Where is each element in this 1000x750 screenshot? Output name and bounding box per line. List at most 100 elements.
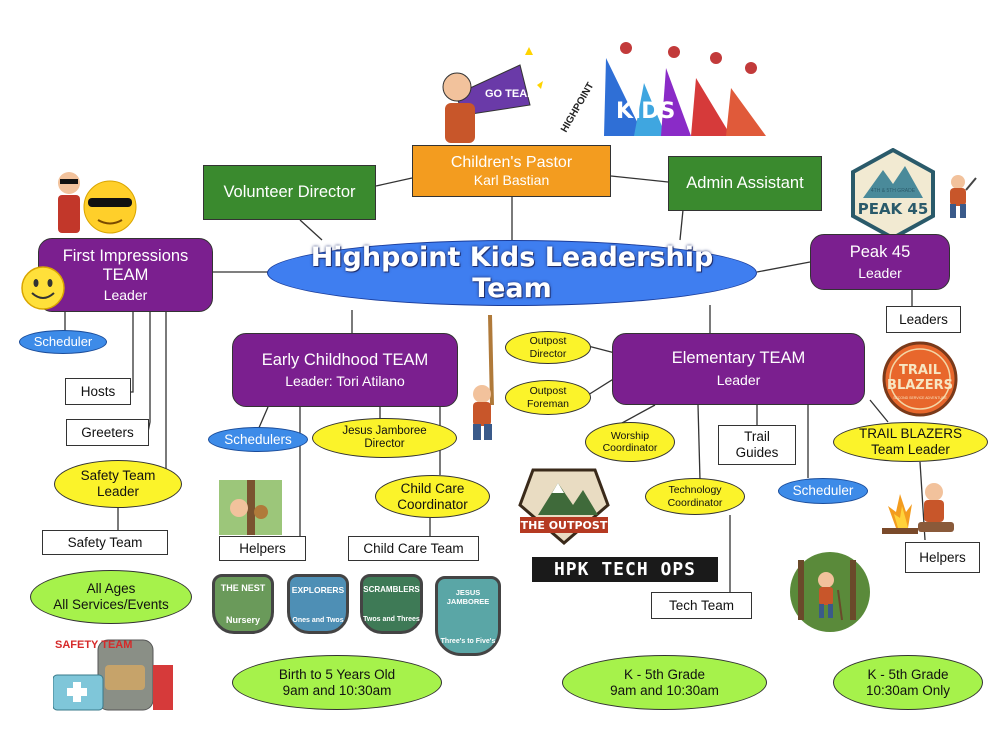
childrens-pastor-box: Children's Pastor Karl Bastian	[412, 145, 611, 197]
jesus-jamboree-badge: JESUS JAMBOREE Three's to Five's	[435, 576, 501, 656]
technology-coordinator-oval: Technology Coordinator	[645, 478, 745, 515]
peak-45-box: Peak 45 Leader	[810, 234, 950, 290]
tb-scheduler-oval: Scheduler	[778, 478, 868, 504]
scramblers-sub: Twos and Threes	[363, 616, 420, 623]
scramblers-title: SCRAMBLERS	[363, 585, 420, 594]
tb-helpers-label: Helpers	[919, 549, 966, 565]
childcare-line1: Child Care	[400, 480, 465, 496]
elementary-team-box: Elementary TEAM Leader	[612, 333, 865, 405]
elem-age-line2: 9am and 10:30am	[610, 682, 719, 698]
outpost-director-line1: Outpost	[529, 335, 567, 348]
trail-blazers-leader-oval: TRAIL BLAZERS Team Leader	[833, 422, 988, 462]
early-childhood-title: Early Childhood TEAM	[261, 350, 429, 369]
jamboree-line2: Director	[364, 438, 405, 450]
safety-team-kit-illustration: SAFETY TEAM	[52, 620, 178, 712]
early-childhood-leader: Leader: Tori Atilano	[285, 372, 405, 389]
ec-schedulers-label: Schedulers	[224, 431, 292, 447]
tb-scheduler-label: Scheduler	[792, 483, 854, 499]
all-ages-oval: All Ages All Services/Events	[30, 570, 192, 624]
outpost-logo-text: THE OUTPOST	[521, 519, 608, 532]
first-impressions-team-box: First Impressions TEAM Leader	[38, 238, 213, 312]
elementary-leader: Leader	[716, 372, 761, 389]
hosts-label: Hosts	[80, 383, 116, 399]
outpost-director-line2: Director	[529, 347, 567, 360]
early-childhood-age-oval: Birth to 5 Years Old 9am and 10:30am	[232, 655, 442, 710]
pastor-name: Karl Bastian	[473, 172, 550, 189]
hpk-tech-ops-logo: HPK TECH OPS	[532, 557, 718, 582]
outpost-foreman-line1: Outpost	[529, 385, 567, 398]
admin-assistant-box: Admin Assistant	[668, 156, 822, 211]
the-nest-title: THE NEST	[220, 583, 266, 593]
tech-coordinator-line1: Technology	[668, 484, 722, 497]
outpost-foreman-line2: Foreman	[526, 397, 569, 410]
tb-helpers-box: Helpers	[905, 542, 980, 573]
rope-climber-bitmoji-illustration	[462, 380, 504, 442]
fi-scheduler-oval: Scheduler	[19, 330, 107, 354]
childcare-line2: Coordinator	[397, 496, 468, 512]
tb-age-line1: K - 5th Grade	[867, 666, 949, 682]
peak-badge-top: 4TH & 5TH GRADE	[871, 188, 916, 194]
sunglasses-bitmoji-illustration	[52, 165, 142, 235]
tech-coordinator-line2: Coordinator	[667, 496, 723, 509]
trail-guides-line1: Trail	[744, 429, 770, 445]
trail-blazers-age-oval: K - 5th Grade 10:30am Only	[833, 655, 983, 710]
forest-hiker-illustration	[788, 550, 872, 634]
explorers-badge: EXPLORERS Ones and Twos	[287, 574, 349, 634]
fi-scheduler-label: Scheduler	[33, 333, 93, 349]
trail-guides-box: Trail Guides	[718, 425, 796, 465]
greeters-label: Greeters	[81, 424, 134, 440]
logo-line1: HIGHPOINT	[559, 81, 596, 135]
elem-age-line1: K - 5th Grade	[623, 666, 706, 682]
peak-leaders-label: Leaders	[899, 311, 948, 327]
megaphone-bitmoji-illustration: GO TEAM	[425, 45, 545, 145]
center-title-oval: Highpoint Kids Leadership Team	[267, 240, 757, 306]
techops-logo-text: HPK TECH OPS	[553, 559, 697, 580]
the-nest-badge: THE NEST Nursery	[212, 574, 274, 634]
trail-badge-line2: BLAZERS	[887, 378, 953, 393]
safety-leader-line1: Safety Team	[80, 468, 156, 484]
jesus-jamboree-director-oval: Jesus Jamboree Director	[312, 418, 457, 458]
ec-helpers-label: Helpers	[239, 540, 286, 556]
ec-age-line2: 9am and 10:30am	[282, 682, 392, 698]
greeters-box: Greeters	[66, 419, 149, 446]
early-childhood-team-box: Early Childhood TEAM Leader: Tori Atilan…	[232, 333, 458, 407]
ec-schedulers-oval: Schedulers	[208, 427, 308, 452]
trail-guides-line2: Guides	[735, 445, 779, 460]
child-care-team-label: Child Care Team	[363, 540, 464, 556]
the-outpost-logo: THE OUTPOST	[518, 465, 610, 545]
ec-helpers-box: Helpers	[219, 536, 306, 561]
tech-team-box: Tech Team	[651, 592, 752, 619]
campfire-bitmoji-illustration	[878, 478, 958, 540]
peak-45-badge: 4TH & 5TH GRADE PEAK 45	[849, 147, 937, 241]
peak-badge-main: PEAK 45	[858, 200, 929, 218]
safety-leader-line2: Leader	[96, 484, 140, 499]
jamboree-line1: Jesus Jamboree	[342, 424, 427, 437]
the-nest-sub: Nursery	[225, 615, 261, 625]
smiley-face-icon	[20, 265, 66, 311]
safety-logo-text: SAFETY TEAM	[55, 639, 132, 651]
pastor-title: Children's Pastor	[450, 153, 573, 171]
first-impressions-title: First Impressions TEAM	[62, 246, 189, 284]
jesus-jamboree-title: JESUS JAMBOREE	[446, 587, 490, 606]
all-ages-line2: All Services/Events	[53, 597, 169, 612]
volunteer-director-box: Volunteer Director	[203, 165, 376, 220]
tb-age-line2: 10:30am Only	[865, 682, 951, 698]
safety-team-leader-oval: Safety Team Leader	[54, 460, 182, 508]
trail-blazers-badge: TRAIL BLAZERS SECOND SERVICE ADVENTURE	[881, 340, 959, 418]
worship-coordinator-oval: Worship Coordinator	[585, 422, 675, 462]
peak-45-title: Peak 45	[849, 242, 911, 261]
megaphone-text: GO TEAM	[485, 88, 536, 100]
trail-blazers-title1: TRAIL BLAZERS	[858, 426, 963, 442]
explorers-sub: Ones and Twos	[292, 616, 344, 624]
trail-badge-sub: SECOND SERVICE ADVENTURE	[893, 396, 947, 400]
peak-45-leader: Leader	[858, 264, 902, 281]
jesus-jamboree-sub: Three's to Five's	[440, 637, 496, 645]
helpers-photo-illustration	[219, 480, 282, 535]
logo-line2: KIDS	[616, 99, 675, 124]
tech-team-label: Tech Team	[668, 597, 735, 613]
ec-age-line1: Birth to 5 Years Old	[278, 666, 396, 682]
outpost-foreman-oval: Outpost Foreman	[505, 380, 591, 415]
scramblers-badge: SCRAMBLERS Twos and Threes	[360, 574, 423, 634]
hosts-box: Hosts	[65, 378, 131, 405]
